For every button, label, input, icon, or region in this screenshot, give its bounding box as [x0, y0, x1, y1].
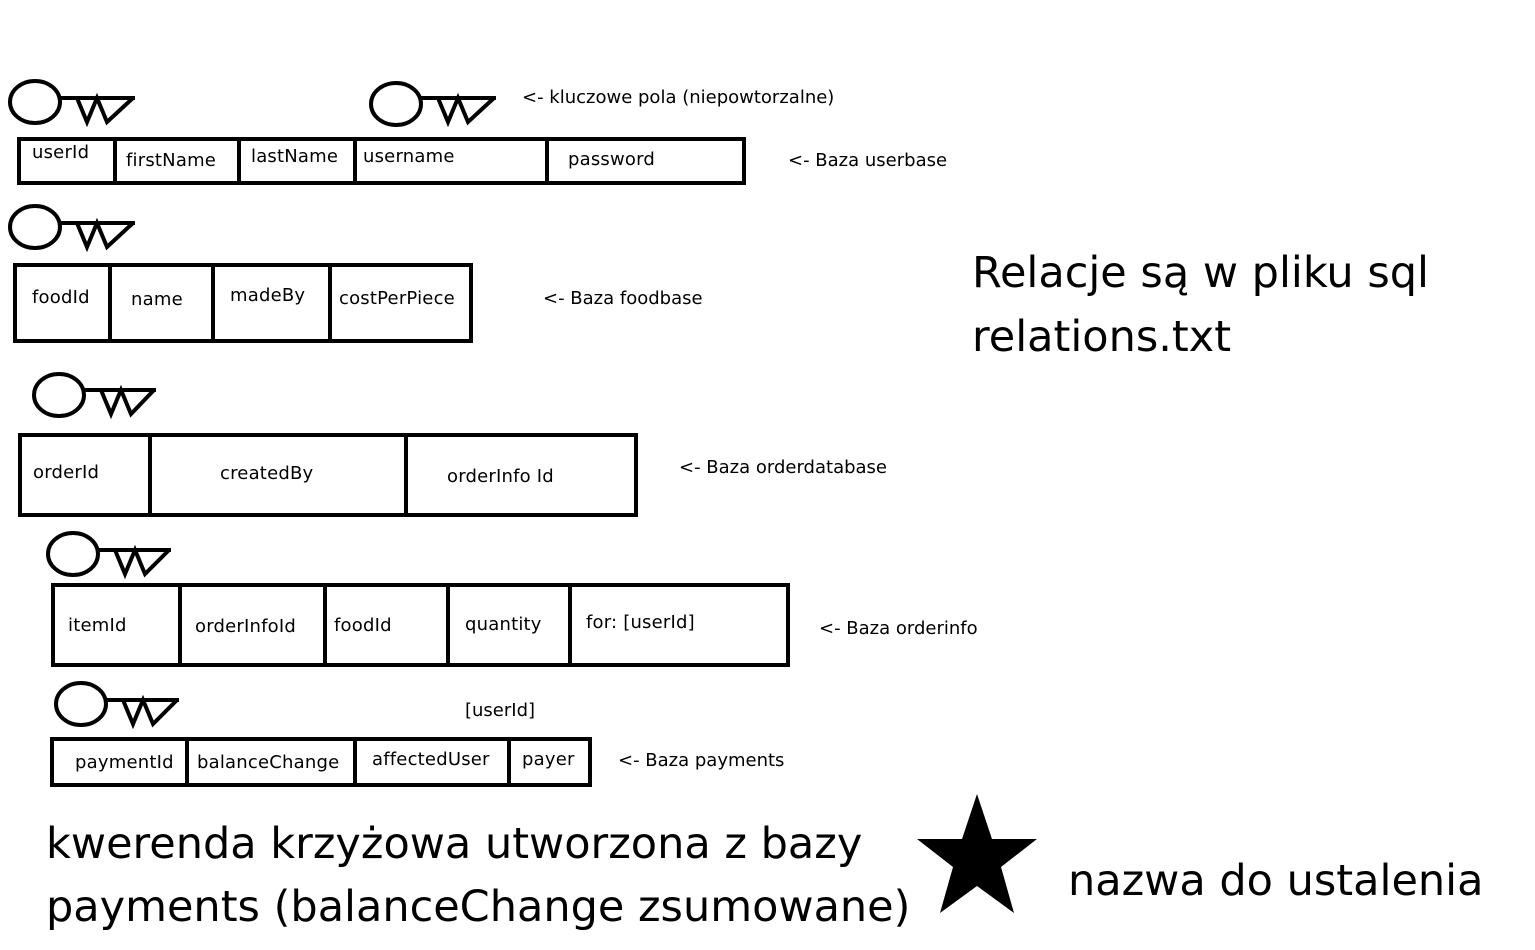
foodbase-label: <- Baza foodbase: [543, 288, 703, 309]
field-createdby: createdBy: [220, 463, 314, 484]
field-foodid-ref: foodId: [334, 615, 392, 636]
key-icon: [32, 372, 156, 420]
payer-type-note: [userId]: [465, 700, 536, 721]
field-for-userid: for: [userId]: [586, 612, 695, 633]
field-orderinfoid: orderInfoId: [195, 616, 296, 637]
field-madeby: madeBy: [230, 285, 306, 306]
table-userbase: [17, 137, 746, 185]
table-orderdatabase: [18, 433, 638, 517]
field-firstname: firstName: [126, 150, 217, 171]
field-userid: userId: [32, 142, 90, 163]
userbase-label: <- Baza userbase: [788, 150, 948, 171]
field-affecteduser: affectedUser: [372, 749, 490, 770]
field-costperpiece: costPerPiece: [339, 288, 455, 309]
orderinfo-label: <- Baza orderinfo: [819, 618, 978, 639]
payments-label: <- Baza payments: [618, 750, 785, 771]
field-name: name: [131, 289, 183, 310]
field-paymentid: paymentId: [75, 752, 174, 773]
field-itemid: itemId: [68, 615, 127, 636]
field-payer: payer: [522, 749, 575, 770]
name-note: nazwa do ustalenia: [1068, 856, 1484, 906]
field-orderinfo-id: orderInfo Id: [447, 466, 554, 487]
relations-note-line1: Relacje są w pliku sql: [972, 248, 1430, 298]
field-orderid: orderId: [33, 462, 100, 483]
field-balancechange: balanceChange: [197, 752, 340, 773]
relations-note-line2: relations.txt: [972, 312, 1232, 362]
table-foodbase: [13, 263, 473, 343]
field-lastname: lastName: [251, 146, 339, 167]
field-quantity: quantity: [465, 614, 542, 635]
key-icon: [54, 681, 179, 730]
table-payments: [50, 737, 592, 787]
key-legend-note: <- kluczowe pola (niepowtorzalne): [522, 87, 835, 108]
field-username: username: [363, 146, 455, 167]
key-icon: [8, 204, 135, 253]
crosstab-note-line1: kwerenda krzyżowa utworzona z bazy: [46, 819, 863, 869]
orderdatabase-label: <- Baza orderdatabase: [679, 457, 888, 478]
field-password: password: [568, 149, 656, 170]
key-icon: [8, 79, 135, 128]
key-icon: [46, 531, 171, 580]
crosstab-note-line2: payments (balanceChange zsumowane): [46, 882, 911, 932]
key-icon: [369, 81, 496, 128]
field-foodid: foodId: [32, 287, 90, 308]
table-orderinfo: [51, 583, 790, 667]
star-icon: [917, 794, 1037, 913]
